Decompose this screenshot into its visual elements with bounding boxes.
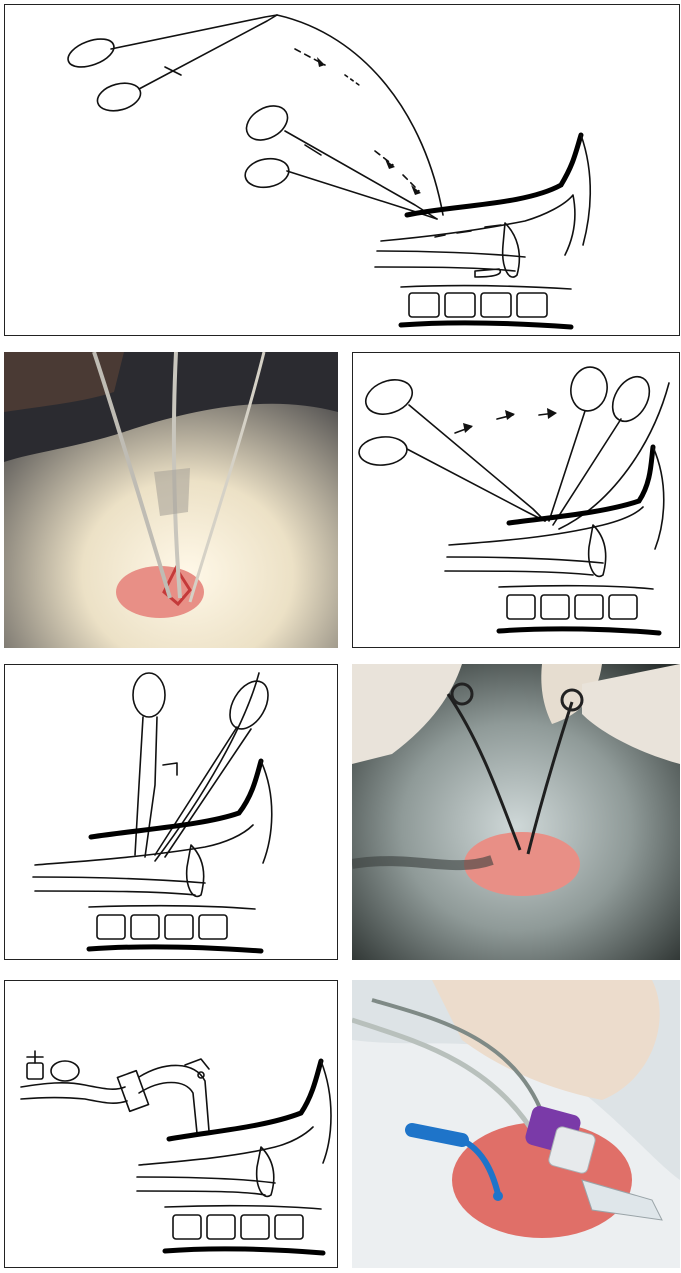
step-4-illustration — [5, 981, 337, 1267]
step-3-drawing — [4, 664, 338, 960]
step-4-photo — [352, 980, 680, 1268]
step-2-illustration — [353, 353, 679, 647]
forceps-icon — [64, 15, 277, 115]
connector — [412, 1130, 462, 1140]
surgical-photo — [352, 980, 680, 1268]
guide-wire — [277, 15, 443, 215]
motion-arrows — [455, 408, 557, 433]
surgical-photo — [352, 664, 680, 960]
step-3-photo — [352, 664, 680, 960]
neck-anatomy — [375, 135, 590, 327]
tracheostomy-tube-icon — [21, 1051, 209, 1133]
forceps-icon — [358, 374, 545, 521]
step-1-illustration — [5, 5, 679, 335]
step-1-drawing — [4, 4, 680, 336]
step-3-illustration — [5, 665, 337, 959]
neck-anatomy — [445, 447, 664, 633]
neck-anatomy — [33, 761, 272, 951]
step-4-drawing — [4, 980, 338, 1268]
step-2-photo — [4, 352, 338, 648]
skin-field — [116, 566, 204, 618]
surgical-photo — [4, 352, 338, 648]
step-2-drawing — [352, 352, 680, 648]
neck-anatomy — [137, 1061, 331, 1253]
